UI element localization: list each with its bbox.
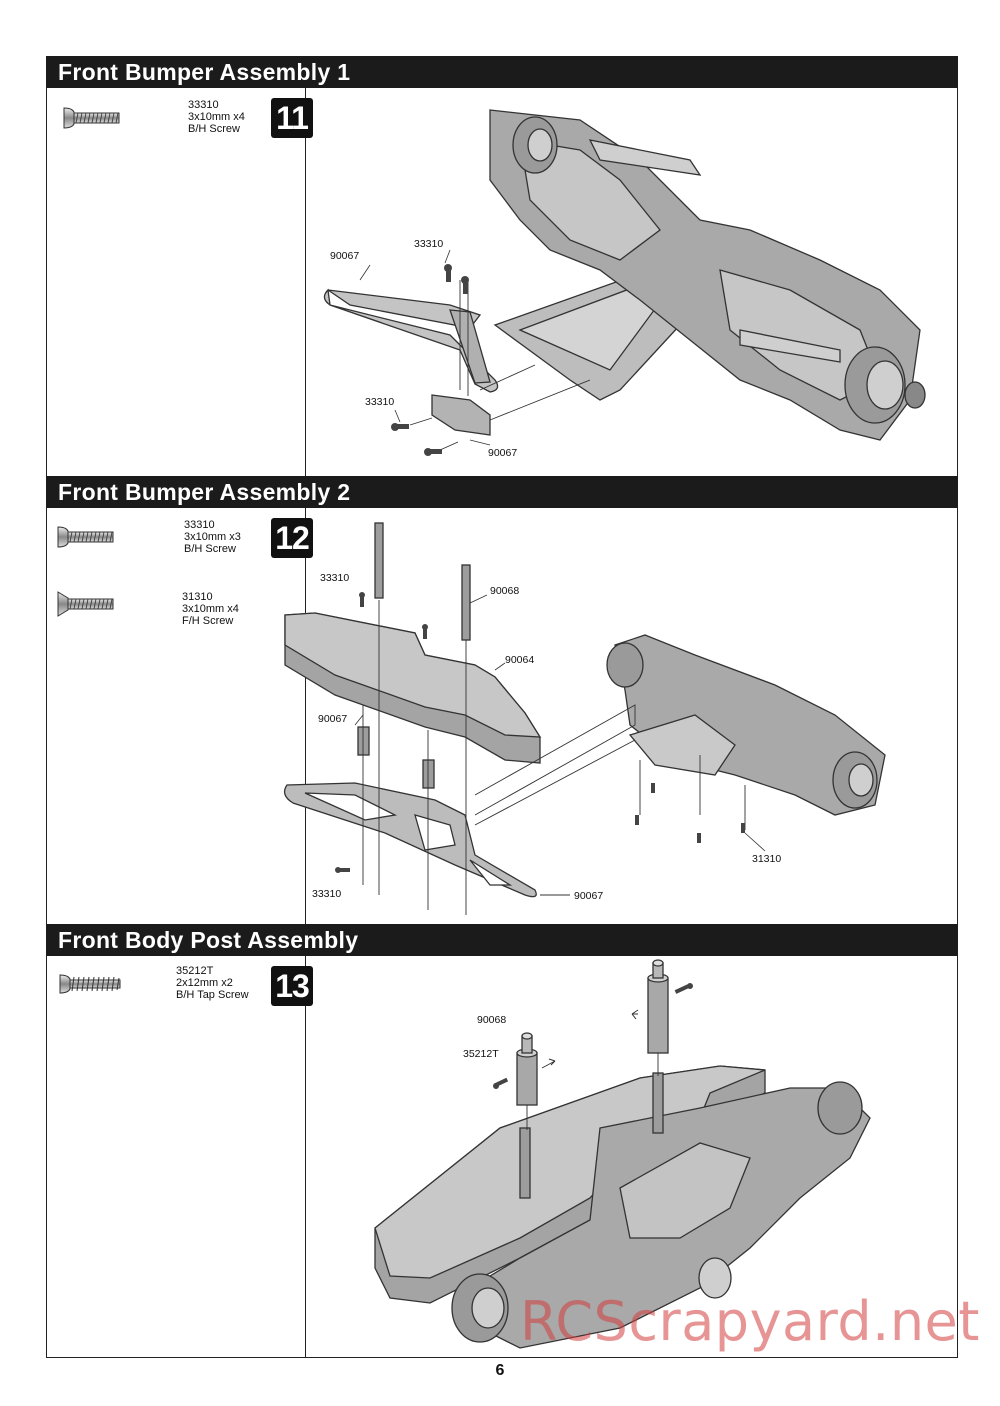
part-label-31310: 31310 3x10mm x4 F/H Screw [182,591,239,627]
part-label-35212T: 35212T 2x12mm x2 B/H Tap Screw [176,965,249,1001]
parts-column-divider [305,88,306,476]
callout-90064: 90064 [505,654,535,666]
part-type: B/H Screw [188,123,240,135]
flat-head-screw-icon [57,591,114,617]
part-label-33310-a: 33310 3x10mm x4 B/H Screw [188,99,245,135]
step-number-11: 11 [271,98,313,138]
front-body-post-illustration [374,959,871,1349]
parts-column-divider [305,956,306,1357]
watermark: RCScrapyard.net [520,1290,980,1353]
part-size: 3x10mm x3 [184,531,241,543]
callout-33310: 33310 [312,888,342,900]
callout-90067: 90067 [330,250,360,262]
part-size: 3x10mm x4 [182,603,239,615]
section-panel-3 [46,956,958,1358]
button-head-screw-icon [63,107,120,129]
callout-90068: 90068 [490,585,520,597]
section-header-front-bumper-1: Front Bumper Assembly 1 [46,56,958,88]
part-code: 35212T [176,965,214,977]
part-type: B/H Screw [184,543,236,555]
part-type: B/H Tap Screw [176,989,249,1001]
section-panel-1 [46,88,958,476]
step-number-13: 13 [271,966,313,1006]
part-code: 33310 [184,519,215,531]
callout-90068: 90068 [477,1014,507,1026]
part-size: 3x10mm x4 [188,111,245,123]
callout-90067: 90067 [488,447,518,459]
section-header-front-bumper-2: Front Bumper Assembly 2 [46,476,958,508]
tap-screw-icon [59,974,121,994]
parts-column-divider [305,508,306,924]
section-header-front-body-post: Front Body Post Assembly [46,924,958,956]
callout-90067: 90067 [574,890,604,902]
part-code: 33310 [188,99,219,111]
button-head-screw-icon [57,526,114,548]
part-code: 31310 [182,591,213,603]
page-number: 6 [495,1362,505,1379]
front-bumper-1-illustration [323,109,926,456]
step-number-12: 12 [271,518,313,558]
part-label-33310-b: 33310 3x10mm x3 B/H Screw [184,519,241,555]
callout-35212T: 35212T [463,1048,499,1060]
part-size: 2x12mm x2 [176,977,233,989]
callout-33310: 33310 [320,572,350,584]
callout-31310: 31310 [752,853,782,865]
part-type: F/H Screw [182,615,234,627]
callout-90067: 90067 [318,713,348,725]
callout-33310: 33310 [365,396,395,408]
front-bumper-2-illustration [283,522,886,915]
callout-33310: 33310 [414,238,444,250]
section-panel-2 [46,508,958,924]
